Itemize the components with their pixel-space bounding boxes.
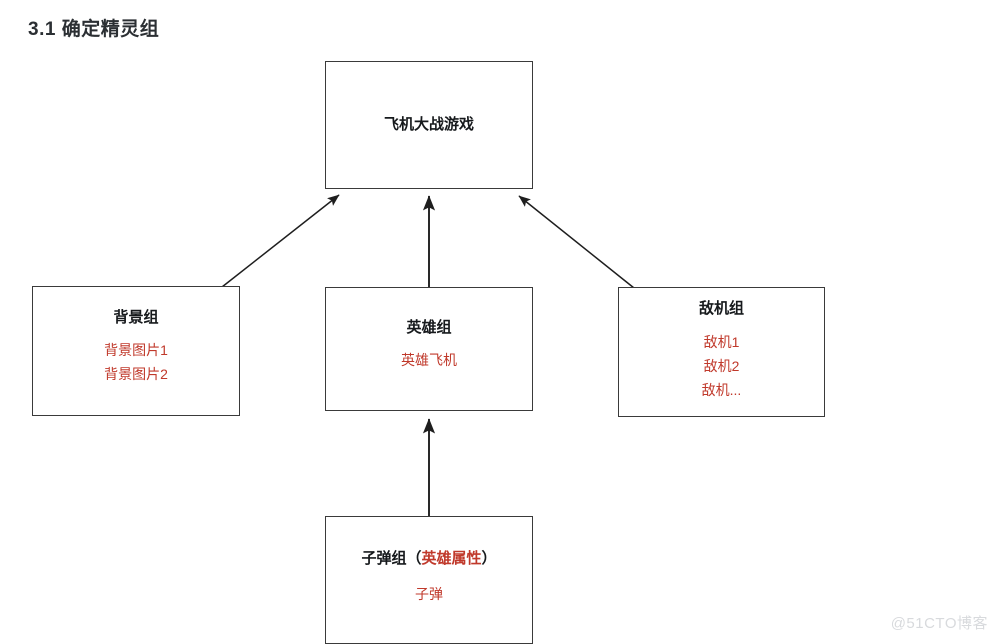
list-item: 敌机1 bbox=[703, 334, 740, 350]
list-item: 英雄飞机 bbox=[401, 352, 457, 368]
node-item-list: 英雄飞机 bbox=[401, 349, 457, 373]
node-hero-group[interactable]: 英雄组 英雄飞机 bbox=[325, 287, 533, 411]
node-title-plain: 子弹组（ bbox=[361, 550, 422, 567]
node-game-root[interactable]: 飞机大战游戏 bbox=[325, 61, 533, 189]
list-item: 背景图片1 bbox=[104, 342, 168, 358]
node-item-list: 子弹 bbox=[415, 583, 443, 607]
node-item-list: 背景图片1 背景图片2 bbox=[104, 339, 168, 387]
list-item: 背景图片2 bbox=[104, 365, 168, 382]
node-title: 敌机组 bbox=[698, 300, 744, 317]
edge-background-to-root bbox=[221, 194, 340, 288]
node-title: 背景组 bbox=[113, 309, 159, 326]
list-item: 子弹 bbox=[415, 586, 443, 602]
node-title: 英雄组 bbox=[406, 319, 452, 336]
watermark: @51CTO博客 bbox=[890, 615, 988, 632]
page-title: 3.1 确定精灵组 bbox=[28, 19, 160, 40]
node-background-group[interactable]: 背景组 背景图片1 背景图片2 bbox=[32, 286, 240, 416]
list-item: 敌机2 bbox=[703, 357, 740, 374]
node-item-list: 敌机1 敌机2 敌机... bbox=[702, 331, 742, 402]
node-title-accent: 英雄属性 bbox=[421, 550, 482, 567]
node-bullet-group[interactable]: 子弹组（英雄属性） 子弹 bbox=[325, 516, 533, 644]
edge-enemy-to-root bbox=[518, 195, 635, 289]
node-title: 子弹组（英雄属性） bbox=[361, 550, 496, 568]
node-title-tail: ） bbox=[481, 550, 497, 567]
node-enemy-group[interactable]: 敌机组 敌机1 敌机2 敌机... bbox=[618, 287, 825, 417]
list-item: 敌机... bbox=[701, 381, 742, 398]
node-title: 飞机大战游戏 bbox=[383, 116, 474, 133]
